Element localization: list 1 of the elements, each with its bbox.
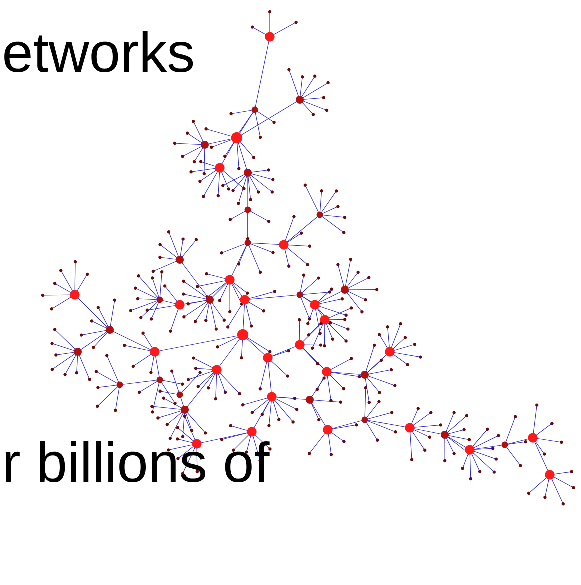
heading-text: etworks	[4, 31, 194, 73]
